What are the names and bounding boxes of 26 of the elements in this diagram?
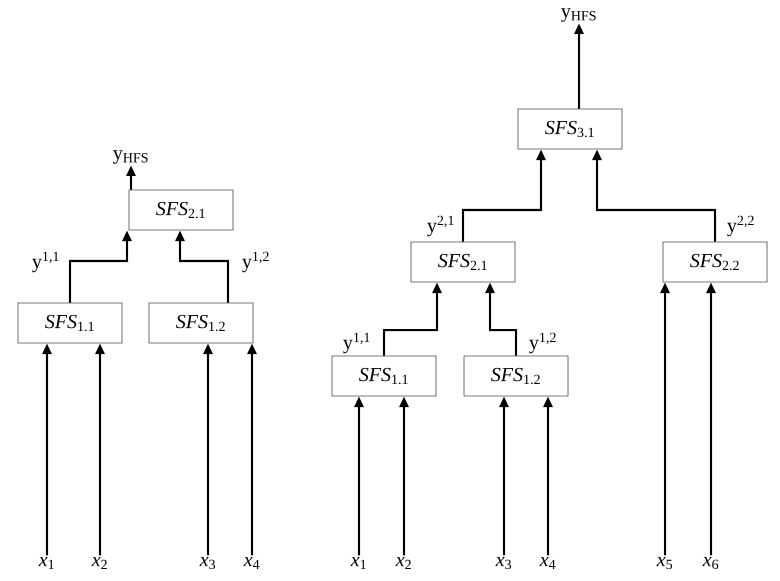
input-label: x$_{3}$ xyxy=(199,556,216,570)
output-label: y$_{HFS}$ xyxy=(113,150,148,164)
process-box: SFS$_{1.1}$ xyxy=(18,302,122,344)
edge-label: y$^{1,2}$ xyxy=(528,331,558,355)
input-label: x$_{2}$ xyxy=(91,556,107,570)
edge-label: y$^{1,1}$ xyxy=(30,250,62,274)
process-box: SFS$_{3.1}$ xyxy=(518,108,622,150)
input-label: x$_{1}$ xyxy=(350,556,366,570)
edge-label: y$^{1,1}$ xyxy=(342,331,372,355)
input-label: x$_{1}$ xyxy=(38,556,54,570)
output-label: y$_{HFS}$ xyxy=(561,8,596,22)
input-label: x$_{2}$ xyxy=(395,556,411,570)
input-label: x$_{6}$ xyxy=(702,556,718,570)
edge-label: y$^{2,1}$ xyxy=(426,214,456,238)
process-box: SFS$_{2.2}$ xyxy=(662,242,768,282)
process-box: SFS$_{1.2}$ xyxy=(464,356,568,396)
process-box: SFS$_{2.1}$ xyxy=(128,190,234,230)
process-box: SFS$_{2.1}$ xyxy=(410,242,516,282)
input-label: x$_{5}$ xyxy=(656,556,672,570)
edge-label: y$^{1,2}$ xyxy=(240,250,272,274)
edge-label: y$^{2,2}$ xyxy=(726,214,756,238)
process-box: SFS$_{1.2}$ xyxy=(148,302,254,344)
input-label: x$_{4}$ xyxy=(243,556,260,570)
input-label: x$_{4}$ xyxy=(540,556,556,570)
process-box: SFS$_{1.1}$ xyxy=(332,356,436,396)
input-label: x$_{3}$ xyxy=(495,556,512,570)
